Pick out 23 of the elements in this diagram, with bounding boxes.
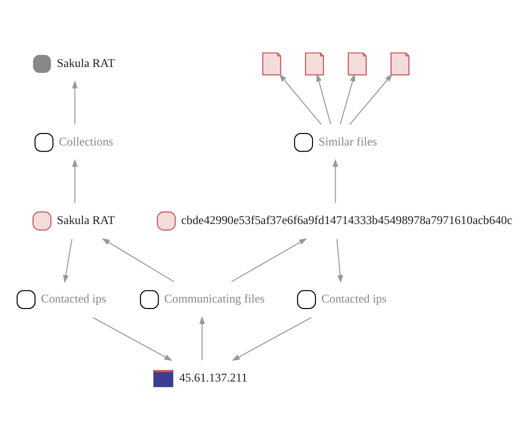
arrow bbox=[336, 238, 343, 284]
arrow bbox=[102, 238, 174, 282]
node-label: Communicating files bbox=[164, 292, 265, 306]
node-label: Collections bbox=[58, 134, 114, 149]
node-label: Contacted ips bbox=[41, 292, 106, 306]
arrow bbox=[199, 316, 205, 361]
arrow bbox=[92, 317, 172, 361]
arrow bbox=[340, 73, 356, 125]
node-label: Similar files bbox=[318, 134, 378, 149]
node-label: Contacted ips bbox=[321, 292, 387, 306]
node-label: Sakula RAT bbox=[56, 56, 115, 70]
node-label: Sakula RAT bbox=[56, 213, 115, 228]
node-label: 45.61.137.211 bbox=[179, 370, 248, 385]
arrow bbox=[316, 73, 332, 125]
arrow bbox=[72, 158, 78, 204]
node-label: cbde42990e53f5af37e6f6a9fd14714333b45498978a7971610acb640c bbox=[181, 213, 512, 228]
arrow bbox=[231, 238, 308, 282]
arrow bbox=[279, 74, 322, 125]
arrow bbox=[349, 74, 393, 125]
arrow bbox=[63, 238, 72, 284]
arrow bbox=[232, 317, 312, 361]
arrow bbox=[332, 158, 338, 204]
arrow bbox=[72, 80, 78, 125]
